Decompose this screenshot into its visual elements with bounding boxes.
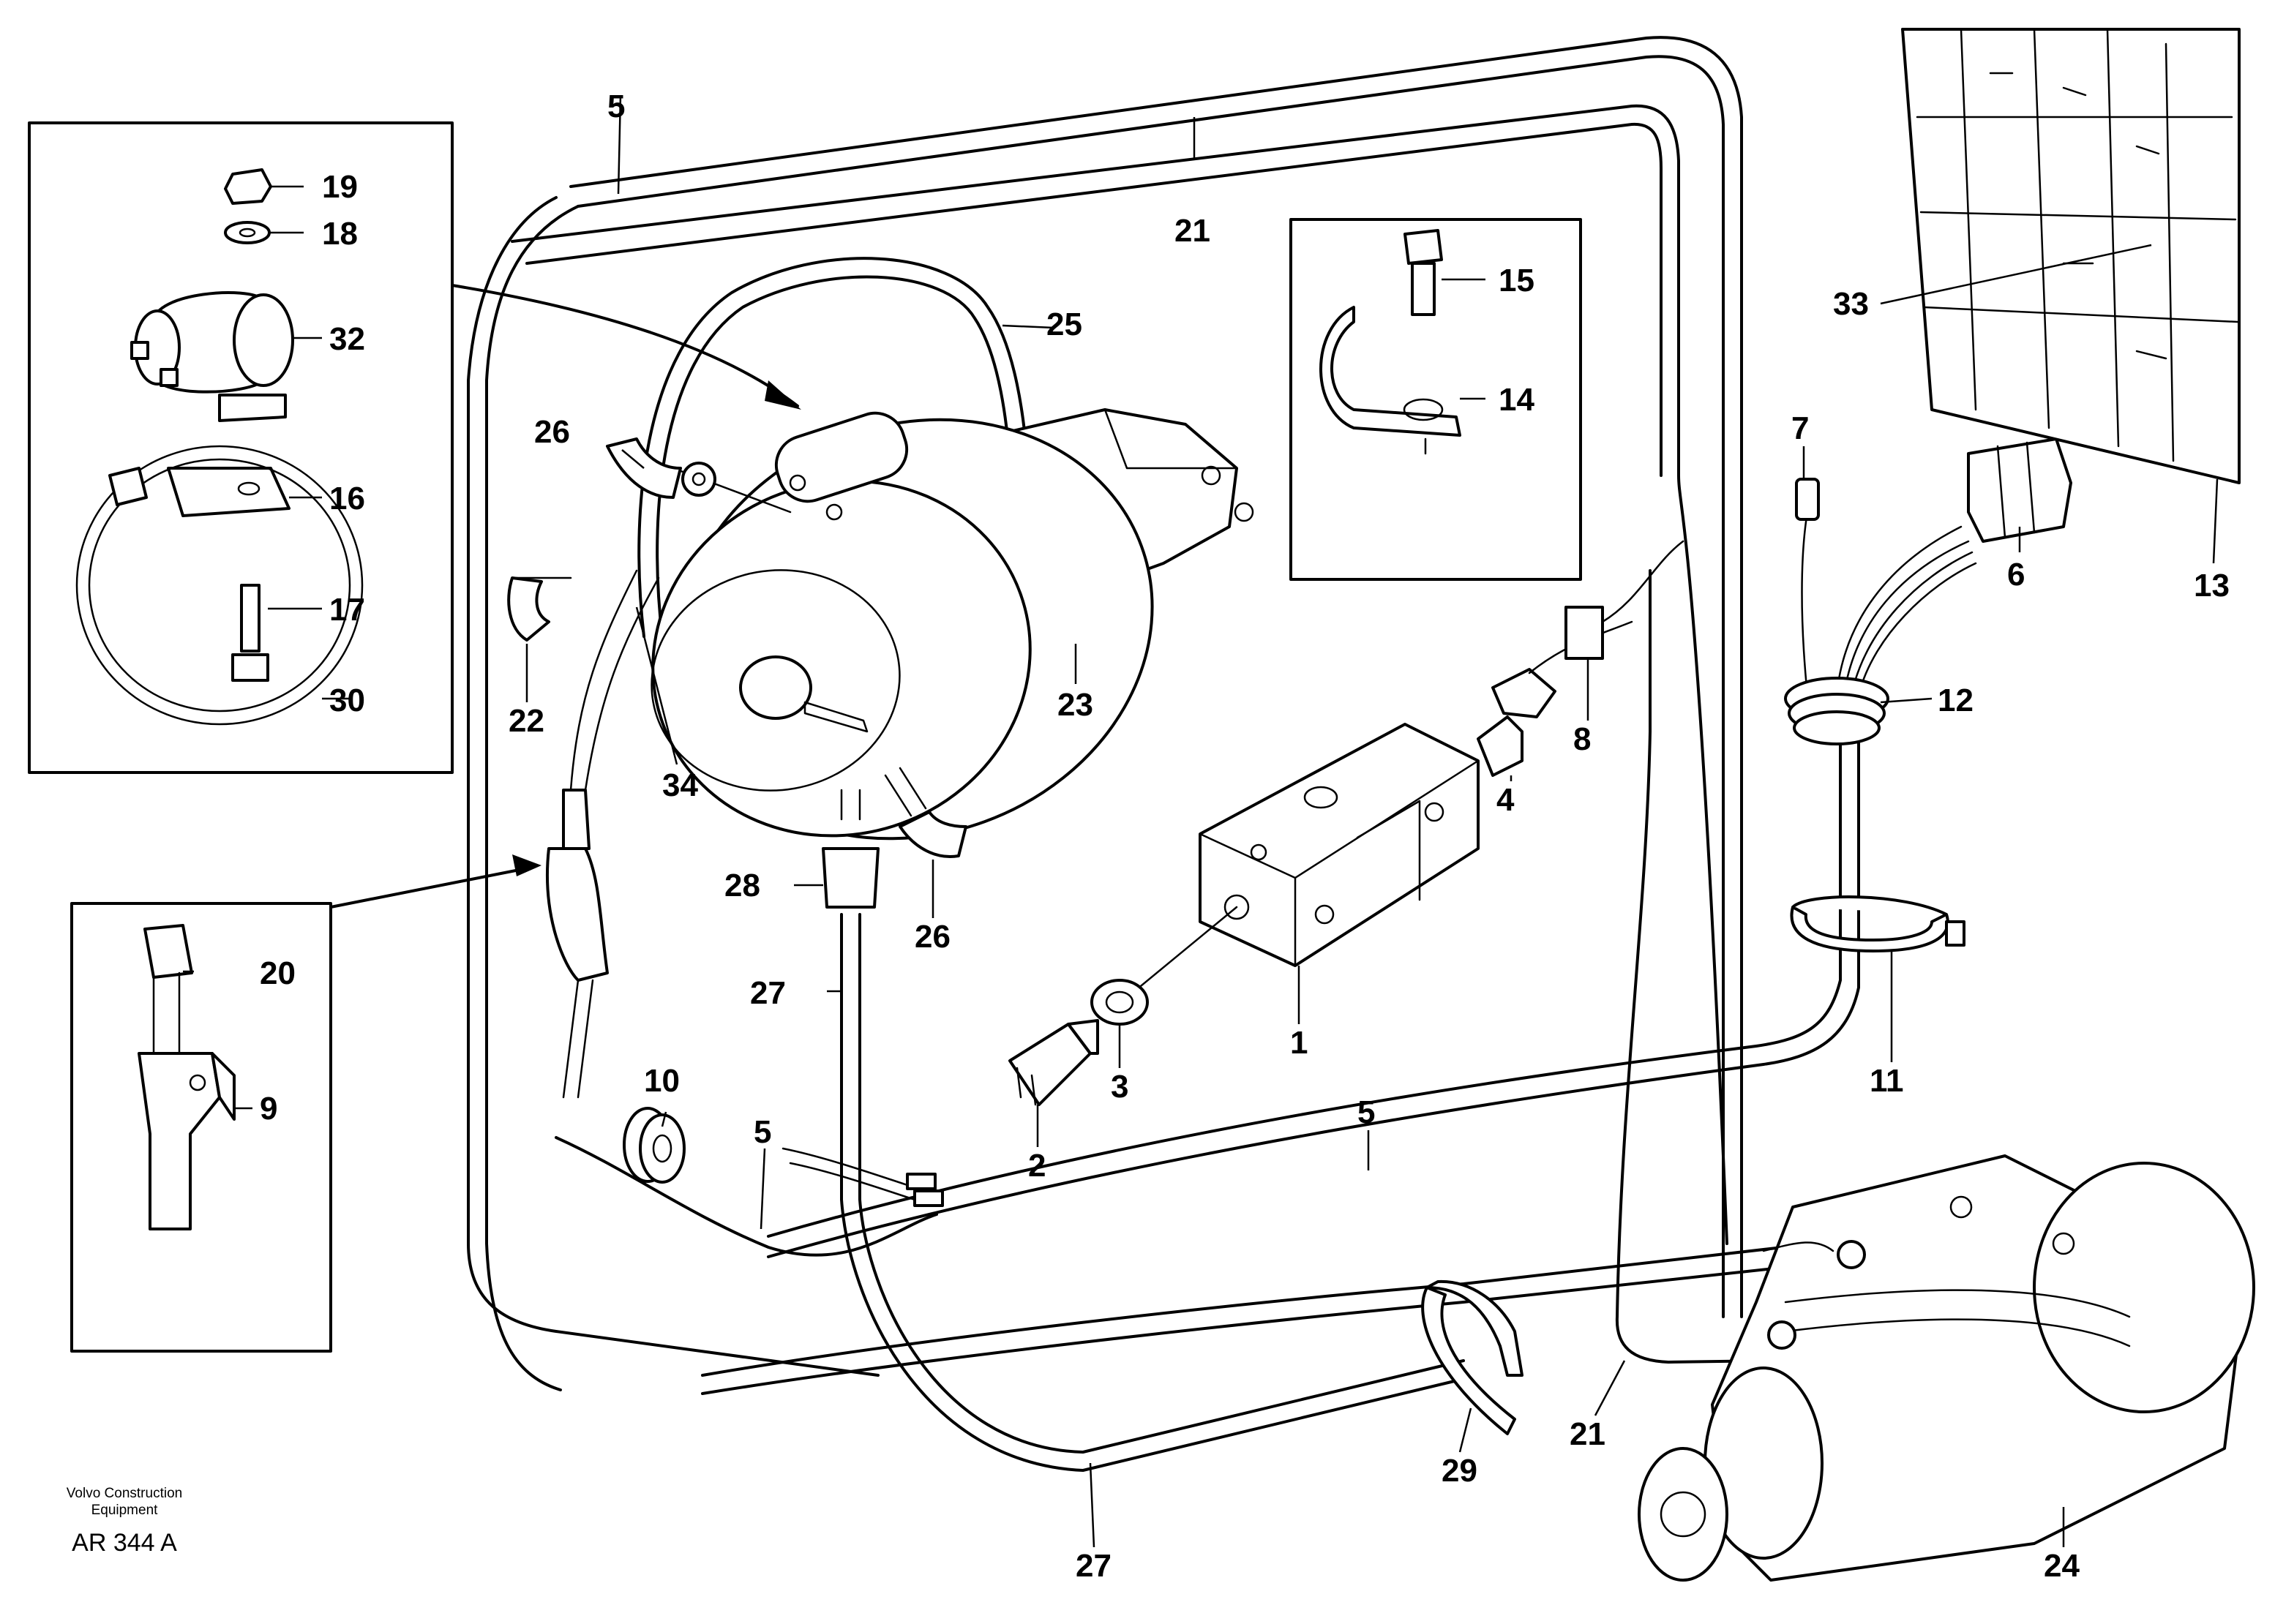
callout-20: 20 (260, 955, 296, 991)
spade-terminal-b (913, 1189, 944, 1207)
callout-16: 16 (329, 481, 365, 516)
wire-pair-34 (569, 569, 660, 792)
callout-17: 17 (329, 592, 365, 628)
pressure-switch-2 (1008, 1019, 1099, 1106)
elbow-connector-22 (507, 576, 572, 642)
callout-29: 29 (1442, 1453, 1477, 1489)
brand-line-2: Equipment (91, 1503, 159, 1518)
callout-27-mid: 27 (750, 975, 786, 1011)
callout-11-label: 11 (1870, 1063, 1904, 1099)
washer-3 (1090, 979, 1149, 1026)
callout-21-bottom: 21 (1570, 1416, 1605, 1452)
leader-lines (183, 94, 2219, 1548)
cable-5-run-to-grommet-b (767, 737, 1860, 1258)
cable-27 (840, 913, 1465, 1472)
inset-box-clamp (1289, 218, 1582, 581)
clamp-11 (1790, 895, 1965, 952)
fuse-7 (1795, 478, 1820, 521)
callout-2: 2 (1028, 1148, 1046, 1184)
footer: Volvo Construction Equipment AR 344 A (67, 1486, 182, 1557)
detail-arrow-line (451, 284, 799, 407)
cable-harness-21 (511, 104, 1772, 1364)
callout-8: 8 (1573, 721, 1591, 757)
callout-7-label: 7 (1791, 410, 1809, 446)
callout-9: 9 (260, 1091, 277, 1127)
callout-3: 3 (1111, 1069, 1128, 1105)
callout-4: 4 (1496, 782, 1515, 818)
valve-block (1199, 723, 1480, 967)
cable-27-lower-run (701, 1242, 1816, 1377)
branch-harness (1801, 511, 1977, 696)
pump-motor (651, 408, 1254, 841)
fuse-holder (546, 789, 609, 1099)
spade-terminal (906, 1173, 937, 1190)
callout-1: 1 (1290, 1025, 1308, 1061)
fuse-holder-9 (138, 1052, 236, 1230)
callout-25: 25 (1046, 307, 1082, 342)
detail-arrow-head-fuse (512, 854, 541, 876)
elbow-connector-26-bottom (899, 811, 967, 858)
inset-box-starter-relay (28, 121, 454, 774)
starter-motor-24 (1638, 1154, 2255, 1582)
sleeve-28 (822, 847, 880, 909)
callout-21-top: 21 (1174, 213, 1210, 249)
callout-28: 28 (724, 868, 760, 903)
callout-10-label: 10 (644, 1063, 680, 1099)
cable-5-lower-left (555, 1136, 938, 1257)
callout-19: 19 (322, 169, 358, 205)
cable-27-lower-run-b (701, 1263, 1816, 1395)
grommet-10 (623, 1107, 686, 1184)
callout-34: 34 (662, 767, 698, 803)
bolt-17 (231, 584, 269, 682)
callout-15: 15 (1499, 263, 1534, 298)
callout-26-bottom: 26 (915, 919, 951, 955)
callout-32: 32 (329, 321, 365, 357)
callout-5-right: 5 (1357, 1094, 1375, 1130)
clamp-30 (75, 445, 364, 726)
detail-arrow-head (765, 380, 801, 410)
callout-5-mid: 5 (754, 1114, 771, 1150)
fuse-20 (143, 924, 193, 1055)
connector-6 (1967, 437, 2072, 543)
cable-harness-5 (467, 36, 1743, 1391)
bolt-15 (1403, 229, 1443, 316)
inset-box-connector (70, 902, 332, 1353)
callout-12: 12 (1938, 683, 1974, 718)
brand-line-1: Volvo Construction (67, 1486, 182, 1501)
panel-13 (1901, 28, 2241, 484)
callout-30: 30 (329, 683, 365, 718)
washer-18 (224, 221, 271, 244)
wire-lugs (782, 1147, 916, 1201)
solenoid-32 (130, 291, 294, 422)
figure-code: AR 344 A (72, 1529, 177, 1557)
callout-labels: 19 18 32 16 17 30 15 14 20 9 5 21 25 33 … (260, 89, 2230, 1584)
callout-6: 6 (2007, 557, 2025, 593)
callout-5-top: 5 (607, 89, 625, 124)
nut-19 (224, 168, 272, 205)
grommet-12 (1784, 677, 1889, 745)
cable-tie-29 (1421, 1279, 1523, 1435)
callout-18: 18 (322, 216, 358, 252)
callout-26-top: 26 (534, 414, 570, 450)
callout-24: 24 (2044, 1548, 2080, 1584)
connector-8 (1564, 606, 1604, 660)
pressure-switch-4 (1477, 668, 1556, 777)
cable-lug-ring (1762, 1240, 1866, 1350)
cable-27-b (858, 913, 1465, 1454)
callout-14: 14 (1499, 382, 1534, 418)
bracket-16 (167, 467, 291, 517)
callout-33: 33 (1833, 286, 1869, 322)
cable-5-run-to-grommet (767, 737, 1842, 1238)
callout-23: 23 (1057, 687, 1093, 723)
clamp-14 (1319, 306, 1461, 455)
callout-22: 22 (509, 703, 544, 739)
detail-arrow-line-fuse (329, 865, 536, 909)
callout-27-bottom: 27 (1076, 1548, 1112, 1584)
elbow-connector-26-top (606, 437, 716, 499)
callout-13: 13 (2194, 568, 2230, 604)
